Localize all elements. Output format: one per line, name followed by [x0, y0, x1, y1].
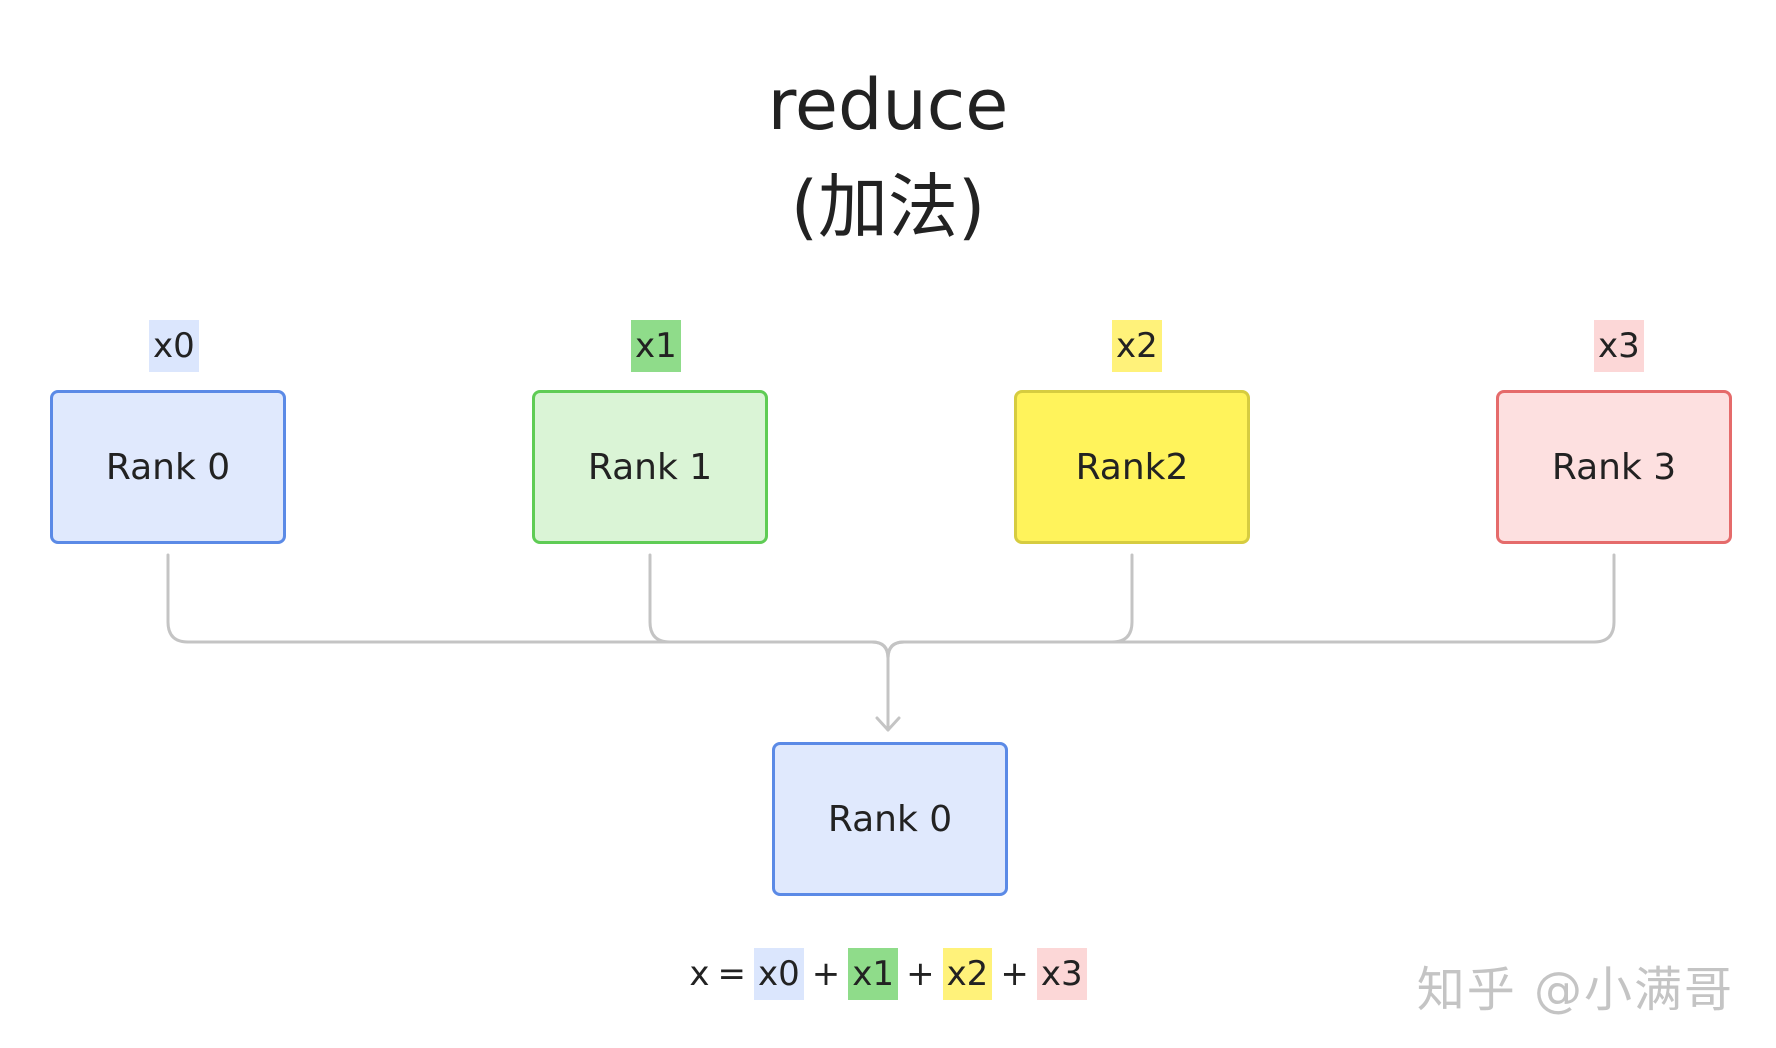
formula-term-x3: x3: [1036, 948, 1087, 1000]
formula-term-x0: x0: [754, 948, 804, 1000]
node-label: Rank 0: [827, 798, 953, 840]
diagram-subtitle: (加法): [790, 166, 986, 248]
formula-plus: +: [811, 954, 841, 994]
node-label: Rank 0: [105, 446, 231, 488]
sum-formula: x = x0 + x1 + x2 + x3: [0, 948, 1776, 1000]
node-label: Rank2: [1075, 446, 1189, 488]
formula-plus: +: [1000, 954, 1029, 994]
tag-x1: x1: [631, 320, 681, 372]
node-rank-3: Rank 3: [1496, 390, 1732, 544]
node-rank-0: Rank 0: [50, 390, 286, 544]
tag-x2: x2: [1112, 320, 1162, 372]
formula-plus: +: [906, 954, 935, 994]
formula-term-x2: x2: [942, 948, 993, 1000]
tag-x3: x3: [1594, 320, 1644, 372]
watermark: 知乎 @小满哥: [1416, 962, 1734, 1018]
formula-term-x1: x1: [848, 948, 899, 1000]
node-rank-1: Rank 1: [532, 390, 768, 544]
connector-rank3: [886, 553, 1616, 660]
tag-x0: x0: [149, 320, 199, 372]
node-label: Rank 3: [1551, 446, 1677, 488]
node-label: Rank 1: [587, 446, 713, 488]
formula-lhs: x: [689, 954, 710, 994]
arrow-head: [875, 716, 901, 732]
connector-rank1: [648, 553, 890, 660]
formula-equals: =: [717, 954, 747, 994]
diagram-title: reduce: [767, 64, 1009, 146]
node-rank-2: Rank2: [1014, 390, 1250, 544]
node-target-rank-0: Rank 0: [772, 742, 1008, 896]
